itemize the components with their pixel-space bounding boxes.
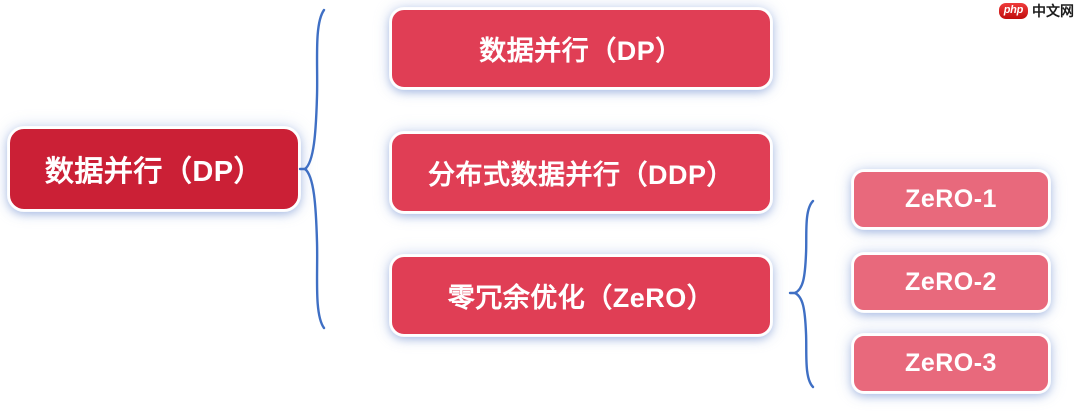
node-leaf-zero-2[interactable]: ZeRO-2 xyxy=(852,253,1050,312)
node-leaf-zero-1-label: ZeRO-1 xyxy=(905,185,997,213)
brace-root-to-branches xyxy=(298,4,328,334)
php-logo-icon: php xyxy=(998,3,1028,19)
node-branch-zero[interactable]: 零冗余优化（ZeRO） xyxy=(390,255,772,336)
node-branch-zero-label: 零冗余优化（ZeRO） xyxy=(447,283,715,313)
node-root-data-parallel[interactable]: 数据并行（DP） xyxy=(8,127,300,211)
node-branch-ddp-label: 分布式数据并行（DDP） xyxy=(427,160,734,190)
node-branch-dp-label: 数据并行（DP） xyxy=(479,36,683,66)
brace-zero-to-leaves xyxy=(788,196,818,392)
node-branch-dp[interactable]: 数据并行（DP） xyxy=(390,8,772,89)
node-leaf-zero-1[interactable]: ZeRO-1 xyxy=(852,170,1050,229)
node-root-label: 数据并行（DP） xyxy=(44,156,264,188)
node-leaf-zero-3-label: ZeRO-3 xyxy=(905,349,997,377)
node-leaf-zero-3[interactable]: ZeRO-3 xyxy=(852,334,1050,393)
node-branch-ddp[interactable]: 分布式数据并行（DDP） xyxy=(390,132,772,213)
node-leaf-zero-2-label: ZeRO-2 xyxy=(905,268,997,296)
watermark: php 中文网 xyxy=(998,3,1074,19)
watermark-label: 中文网 xyxy=(1032,3,1074,19)
